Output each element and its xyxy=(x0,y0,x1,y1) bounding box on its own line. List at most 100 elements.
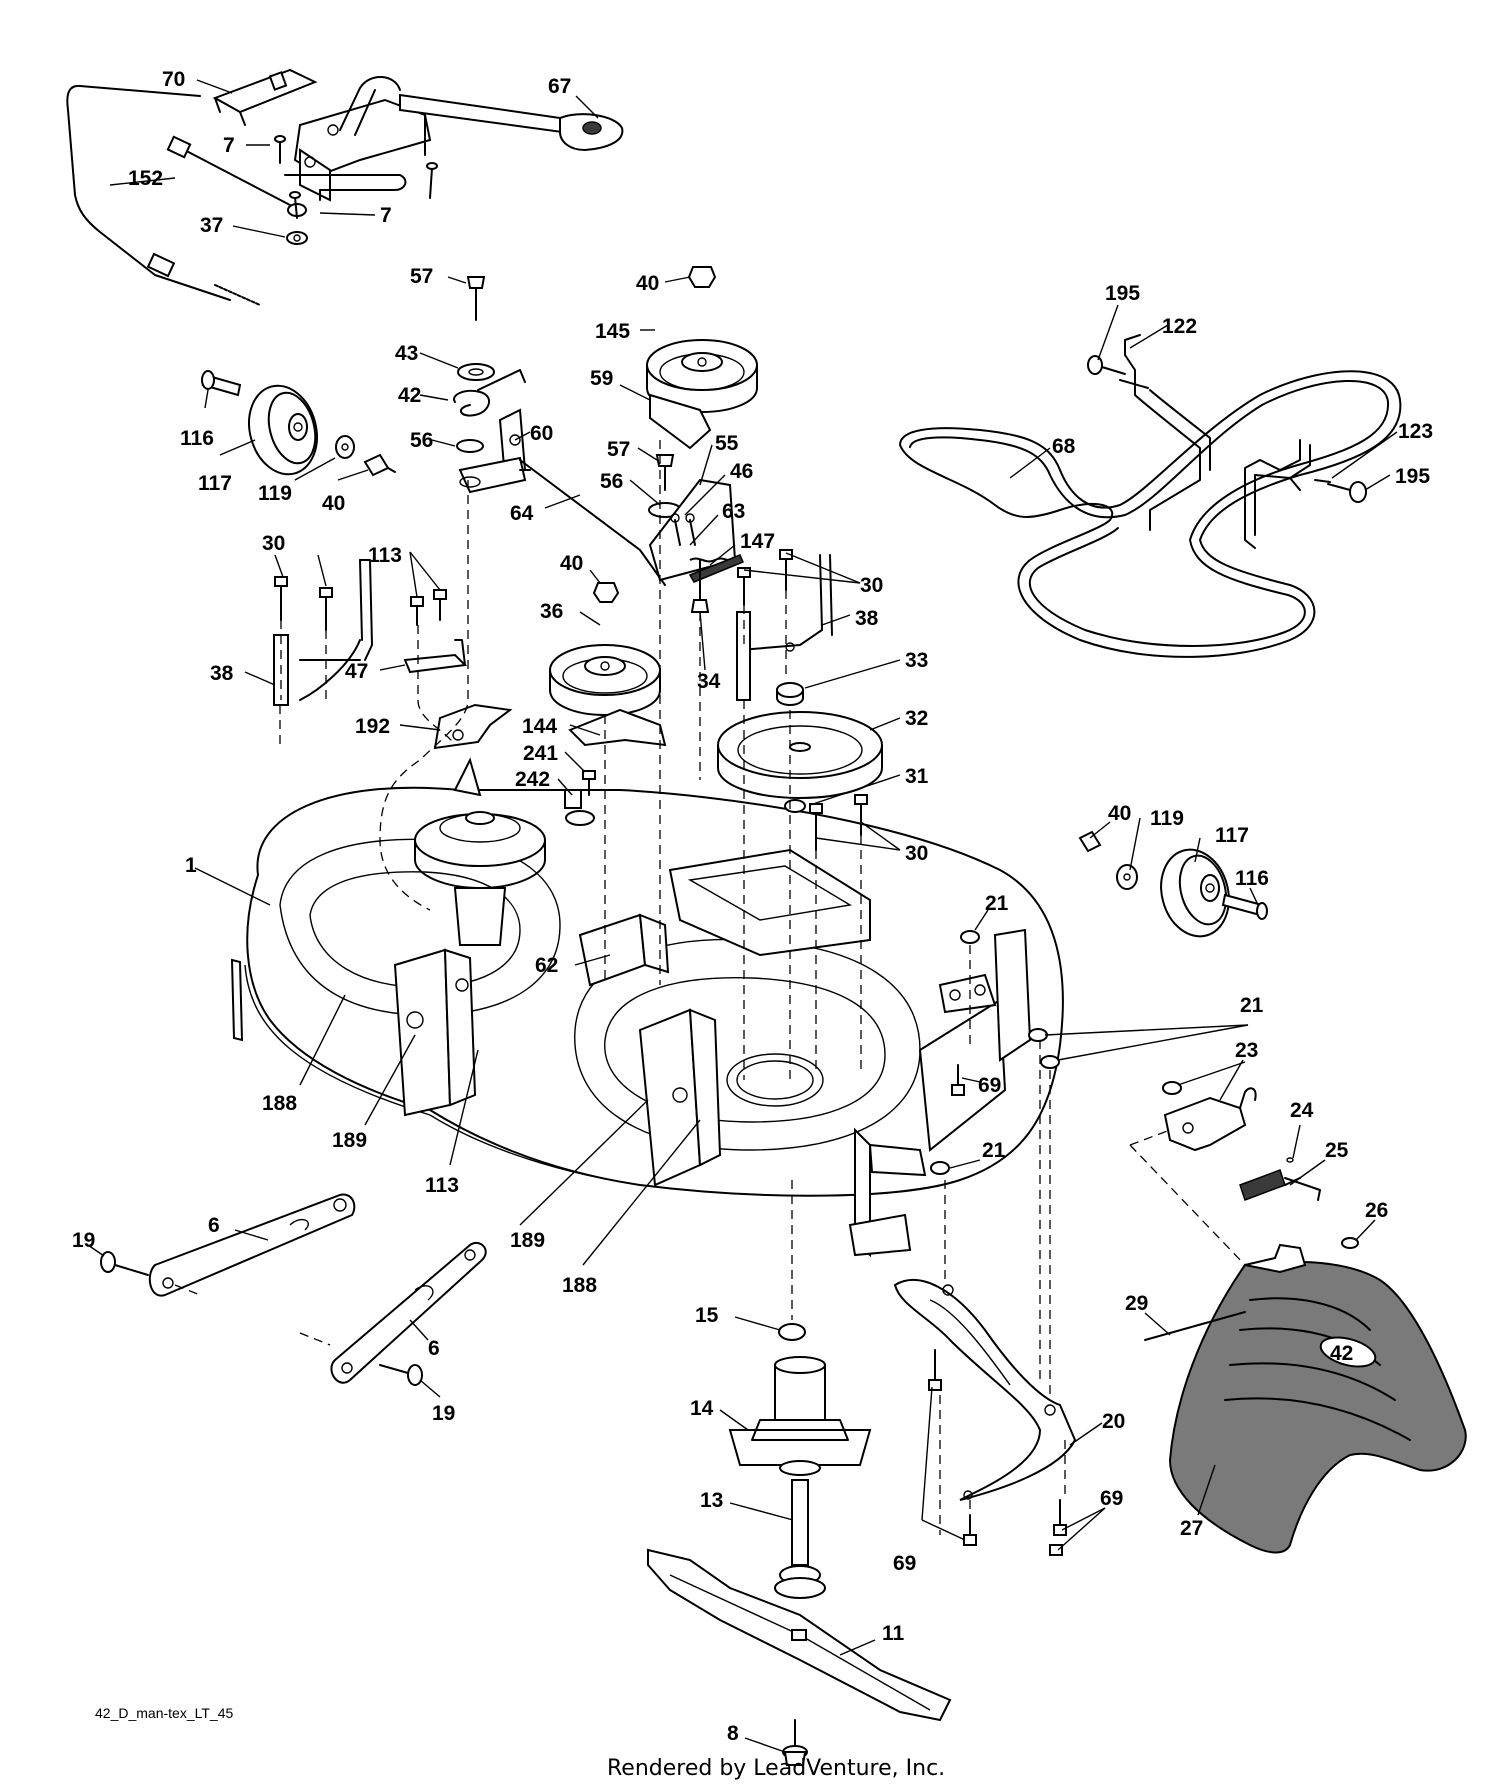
callout-144: 144 xyxy=(522,715,557,738)
callout-57: 57 xyxy=(607,438,630,461)
callout-46: 46 xyxy=(730,460,753,483)
callout-14: 14 xyxy=(690,1397,714,1420)
callout-25: 25 xyxy=(1325,1139,1349,1162)
left-gauge-wheel xyxy=(201,370,396,477)
callout-40: 40 xyxy=(560,552,583,575)
spindle-shaft-13 xyxy=(774,1479,826,1599)
callout-60: 60 xyxy=(530,422,553,445)
callout-117: 117 xyxy=(1215,824,1249,847)
washer-26 xyxy=(1341,1237,1359,1249)
bolt-34 xyxy=(690,559,710,613)
assembly-lines xyxy=(174,440,1246,1535)
callout-6: 6 xyxy=(208,1214,220,1237)
baffle-20 xyxy=(893,1279,1077,1501)
callout-40: 40 xyxy=(322,492,345,515)
idler-bracket-assembly xyxy=(648,454,744,583)
callout-188: 188 xyxy=(562,1274,597,1297)
callout-56: 56 xyxy=(410,429,433,452)
callout-30: 30 xyxy=(262,532,285,555)
callout-56: 56 xyxy=(600,470,623,493)
spacer-31 xyxy=(784,799,806,813)
callout-117: 117 xyxy=(198,472,232,495)
callout-36: 36 xyxy=(540,600,563,623)
callout-241: 241 xyxy=(523,742,558,765)
callout-113: 113 xyxy=(425,1174,459,1197)
callout-38: 38 xyxy=(855,607,879,630)
belt-guide-123 xyxy=(1244,439,1331,549)
callout-68: 68 xyxy=(1052,435,1076,458)
stabilizer-arm-upper xyxy=(148,1193,356,1297)
callout-63: 63 xyxy=(722,500,745,523)
callout-59: 59 xyxy=(590,367,613,390)
callout-20: 20 xyxy=(1102,1410,1125,1433)
callout-13: 13 xyxy=(700,1489,723,1512)
callout-23: 23 xyxy=(1235,1039,1258,1062)
callout-189: 189 xyxy=(332,1129,367,1152)
bracket-144 xyxy=(568,708,667,747)
spindle-pulley-32 xyxy=(717,711,883,799)
callout-113: 113 xyxy=(368,544,402,567)
callout-38: 38 xyxy=(210,662,234,685)
callout-21: 21 xyxy=(985,892,1009,915)
spindle-housing-14 xyxy=(728,1356,872,1476)
callout-145: 145 xyxy=(595,320,630,343)
callout-195: 195 xyxy=(1105,282,1140,305)
callout-33: 33 xyxy=(905,649,928,672)
callout-119: 119 xyxy=(1150,807,1184,830)
callout-34: 34 xyxy=(697,670,721,693)
callout-29: 29 xyxy=(1125,1292,1148,1315)
belt-guide-122 xyxy=(1119,334,1211,531)
idler-pulley-145 xyxy=(646,266,758,413)
callout-37: 37 xyxy=(200,214,223,237)
spring-24-25 xyxy=(1239,1157,1321,1201)
callout-30: 30 xyxy=(905,842,928,865)
callout-67: 67 xyxy=(548,75,571,98)
deck-spindle-pulley xyxy=(414,811,546,946)
adjuster-241-242 xyxy=(564,770,596,826)
callout-15: 15 xyxy=(695,1304,719,1327)
callout-19: 19 xyxy=(432,1402,455,1425)
callout-192: 192 xyxy=(355,715,390,738)
idler-rod xyxy=(519,459,666,586)
left-bracket-38 xyxy=(273,559,373,706)
callout-57: 57 xyxy=(410,265,433,288)
callout-32: 32 xyxy=(905,707,928,730)
bolt-30-left xyxy=(274,576,333,631)
spacer-15 xyxy=(778,1323,806,1341)
callout-7: 7 xyxy=(223,134,235,157)
callout-188: 188 xyxy=(262,1092,297,1115)
callout-116: 116 xyxy=(180,427,214,450)
callout-189: 189 xyxy=(510,1229,545,1252)
discharge-chute-27: 42 xyxy=(1168,1243,1467,1554)
callout-26: 26 xyxy=(1365,1199,1388,1222)
callout-122: 122 xyxy=(1162,315,1197,338)
right-gauge-wheel xyxy=(1078,830,1268,938)
callout-21: 21 xyxy=(1240,994,1264,1017)
callout-119: 119 xyxy=(258,482,292,505)
callout-21: 21 xyxy=(982,1139,1006,1162)
callout-27: 27 xyxy=(1180,1517,1203,1540)
idler-arm-assembly xyxy=(453,276,531,494)
callout-69: 69 xyxy=(893,1552,916,1575)
callout-195: 195 xyxy=(1395,465,1430,488)
right-bracket-38 xyxy=(736,554,833,701)
callout-64: 64 xyxy=(510,502,534,525)
bracket-192 xyxy=(433,703,513,750)
blade-11 xyxy=(647,1548,952,1722)
callout-7: 7 xyxy=(380,204,392,227)
callout-69: 69 xyxy=(978,1074,1001,1097)
callout-43: 43 xyxy=(395,342,418,365)
callout-152: 152 xyxy=(128,167,163,190)
callout-labels: 70 67 7 7 152 37 57 43 42 56 60 64 116 1… xyxy=(72,68,1433,1745)
idler-pulley-36 xyxy=(549,582,661,716)
callout-62: 62 xyxy=(535,954,558,977)
lift-cable xyxy=(66,84,308,306)
bolt-30-lower xyxy=(809,794,868,851)
bolt-113-top xyxy=(410,589,447,626)
footer-credit: Rendered by LeadVenture, Inc. xyxy=(607,1756,945,1781)
callout-8: 8 xyxy=(727,1722,739,1745)
bolt-19 xyxy=(100,1251,423,1386)
callout-123: 123 xyxy=(1398,420,1433,443)
callout-69: 69 xyxy=(1100,1487,1123,1510)
